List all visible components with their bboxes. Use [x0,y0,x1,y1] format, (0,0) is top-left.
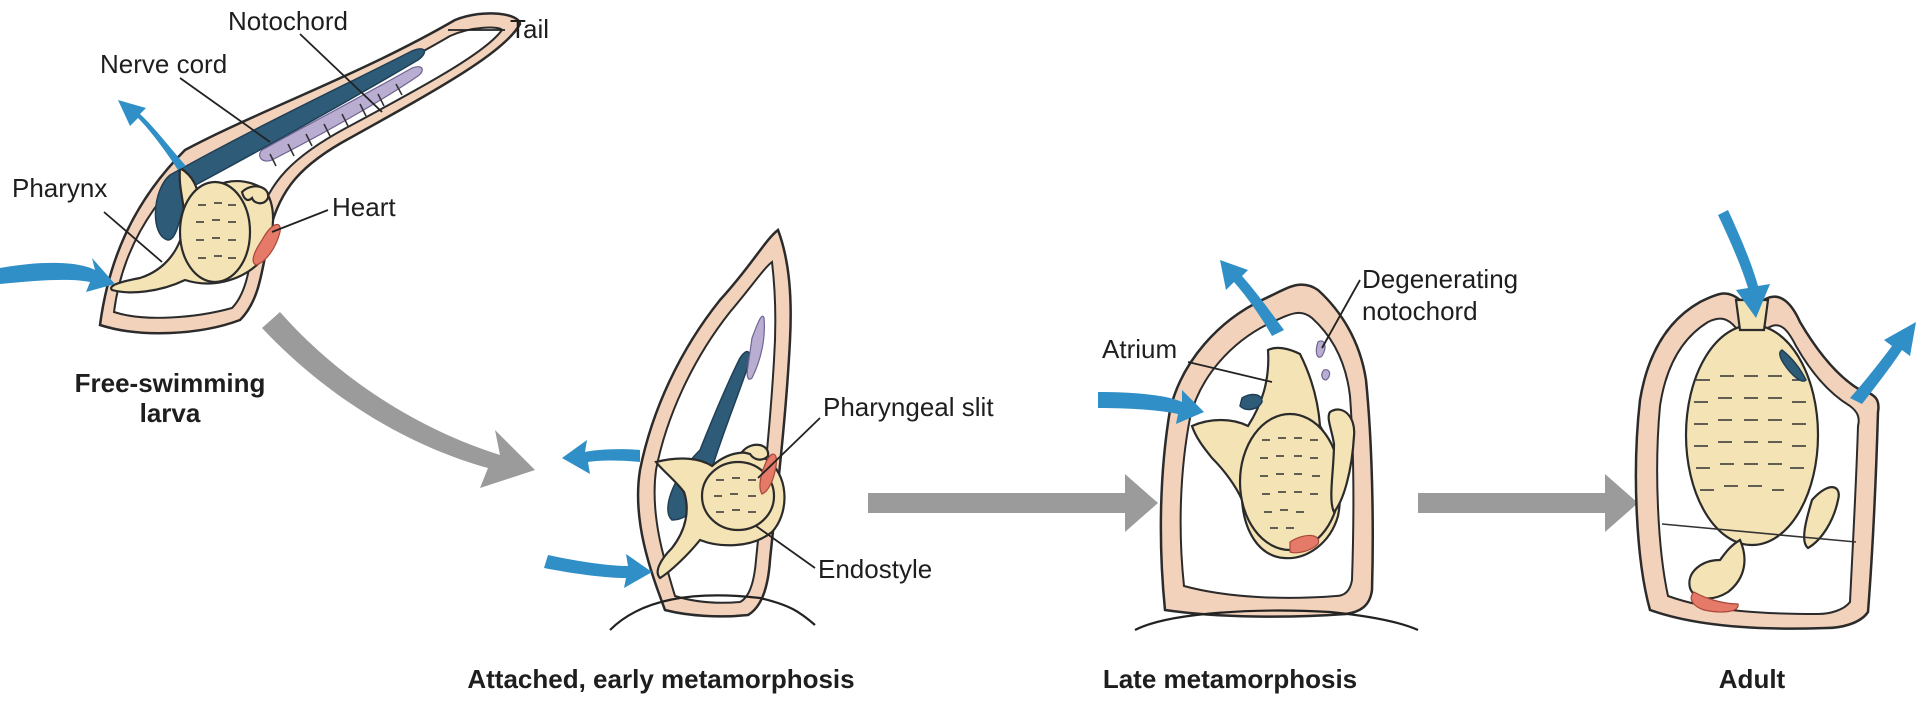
progression-arrow-2 [868,474,1158,532]
late-pharyngeal-basket [1240,414,1340,550]
larva-inflow-arrow [0,258,115,292]
larva-pharyngeal-basket [180,182,250,282]
label-pharynx: Pharynx [12,173,107,203]
adult-stage [1636,293,1879,628]
early-metamorphosis-stage [638,230,791,616]
early-outflow-arrow [562,440,640,474]
stage-label-late-metamorphosis: Late metamorphosis [1103,664,1357,694]
label-atrium: Atrium [1102,334,1177,364]
label-heart: Heart [332,192,396,222]
early-inflow-arrow [544,554,652,588]
larva-outflow-arrow [118,100,186,170]
stage-label-adult: Adult [1719,664,1786,694]
label-pharyngeal-slit: Pharyngeal slit [823,392,994,422]
adult-pharyngeal-basket [1686,325,1818,545]
adult-outflow-arrow [1850,322,1916,404]
progression-arrow-3 [1418,474,1638,532]
stage-label-early-metamorphosis: Attached, early metamorphosis [467,664,854,694]
label-notochord: Notochord [228,6,348,36]
late-metamorphosis-stage [1161,285,1373,617]
progression-arrow-1 [262,312,535,488]
label-endostyle: Endostyle [818,554,932,584]
label-tail: Tail [510,14,549,44]
label-nerve-cord: Nerve cord [100,49,227,79]
